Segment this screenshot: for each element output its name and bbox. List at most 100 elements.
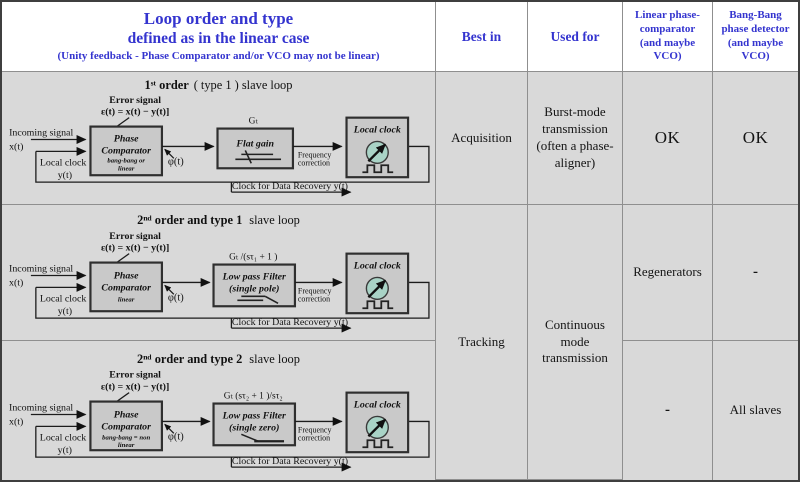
header-used-for-label: Used for <box>550 28 600 44</box>
local-clock-title: Local clock <box>353 400 401 411</box>
phase-comparator-block <box>89 261 164 313</box>
comparator-line1: Phase <box>114 270 139 281</box>
phi-label: φ(t) <box>168 431 184 442</box>
local-clock-feedback-label: Local clock <box>40 293 87 304</box>
correction-label: correction <box>298 158 330 167</box>
cell-used-for-row1: Burst-mode transmission (often a phase-a… <box>528 72 623 205</box>
bangbang-row2-text: - <box>753 264 758 280</box>
low-pass-filter-block <box>212 402 297 447</box>
title-line2: defined as in the linear case <box>127 29 310 47</box>
square-wave-icon <box>362 439 394 449</box>
header-bangbang-line2: phase detector <box>721 22 790 35</box>
phi-annotation-arrow <box>164 284 175 295</box>
filter-line2: (single zero) <box>229 422 279 433</box>
comparator-sub1: bang-bang or <box>107 157 145 164</box>
low-pass-filter-block <box>212 263 297 308</box>
error-signal-label: Error signal <box>109 95 161 106</box>
title-line3: (Unity feedback - Phase Comparator and/o… <box>57 50 380 63</box>
correction-label: correction <box>298 294 330 303</box>
cell-linear-row3: - <box>623 341 713 480</box>
filter-line2: (single pole) <box>229 283 279 294</box>
square-wave-icon <box>362 164 394 174</box>
block-diagram-row1: 1ˢᵗ order( type 1 ) slave loop Error sig… <box>9 78 430 197</box>
header-linear-line3: (and maybe <box>639 36 696 49</box>
incoming-signal-var: x(t) <box>9 277 23 288</box>
filter-line1: Low pass Filter <box>222 410 286 421</box>
cell-used-for-row23: Continuous mode transmission <box>528 205 623 480</box>
cell-linear-row2: Regenerators <box>623 205 713 341</box>
phi-annotation-arrow <box>164 423 175 434</box>
transfer-function: Gₜ (sτ₂ + 1 )/sτ₂ <box>224 391 283 402</box>
feedback-path <box>35 281 430 319</box>
comparator-line2: Comparator <box>101 421 151 432</box>
frequency-label: Frequency <box>298 150 331 159</box>
header-linear-line2: comparator <box>639 22 696 35</box>
incoming-signal-var: x(t) <box>9 141 23 152</box>
phi-annotation-arrow <box>164 148 175 159</box>
best-in-row23-text: Tracking <box>458 333 505 349</box>
linear-row1-text: OK <box>654 128 681 147</box>
filter-line1: Low pass Filter <box>222 271 286 282</box>
vco-dial-icon <box>365 276 389 300</box>
recovery-label: Clock for Data Recovery y(t) <box>232 317 348 328</box>
bangbang-row3-text: All slaves <box>729 402 782 418</box>
incoming-signal-var: x(t) <box>9 416 23 427</box>
cell-best-in-row1: Acquisition <box>436 72 528 205</box>
vco-dial-icon <box>365 415 389 439</box>
feedback-path <box>35 145 430 183</box>
local-clock-title: Local clock <box>353 125 401 136</box>
incoming-signal-label: Incoming signal <box>9 264 73 275</box>
incoming-signal-label: Incoming signal <box>9 128 73 139</box>
cell-bangbang-row1: OK <box>713 72 798 205</box>
header-best-in: Best in <box>436 2 528 72</box>
flat-gain-block <box>216 127 295 170</box>
comparator-sub2: linear <box>118 165 135 172</box>
flat-gain-sketch-icon <box>235 150 282 164</box>
header-linear-comparator: Linear phase- comparator (and maybe VCO) <box>623 2 713 72</box>
frequency-label: Frequency <box>298 425 332 434</box>
header-used-for: Used for <box>528 2 623 72</box>
cell-bangbang-row3: All slaves <box>713 341 798 480</box>
comparator-sub1: linear <box>118 296 135 303</box>
diagram-first-order-loop: 1ˢᵗ order( type 1 ) slave loop Error sig… <box>2 72 436 205</box>
phi-label: φ(t) <box>168 156 184 167</box>
local-clock-feedback-var: y(t) <box>58 445 72 456</box>
transfer-function: Gₜ <box>249 117 259 127</box>
local-clock-feedback-var: y(t) <box>58 170 72 181</box>
header-bangbang-line1: Bang-Bang <box>729 9 782 21</box>
header-main-title: Loop order and type defined as in the li… <box>2 2 436 72</box>
single-pole-sketch-icon <box>237 295 279 304</box>
local-clock-feedback-var: y(t) <box>58 306 72 317</box>
phase-comparator-block <box>89 125 164 177</box>
used-for-row1-text: Burst-mode transmission (often a phase-a… <box>536 104 614 170</box>
comparator-line2: Comparator <box>101 145 151 156</box>
incoming-signal-label: Incoming signal <box>9 402 73 413</box>
transfer-function: Gₜ /(sτ₁ + 1 ) <box>229 252 277 263</box>
header-linear-line4: VCO) <box>653 50 682 63</box>
feedback-path <box>35 420 430 458</box>
comparator-line1: Phase <box>114 409 139 420</box>
phase-comparator-block <box>89 400 164 452</box>
recovery-label: Clock for Data Recovery y(t) <box>232 456 348 467</box>
error-signal-label: Error signal <box>109 370 161 381</box>
title-line1: Loop order and type <box>143 9 294 29</box>
linear-row2-text: Regenerators <box>633 264 702 280</box>
frequency-label: Frequency <box>298 286 332 295</box>
comparator-line2: Comparator <box>101 282 151 293</box>
comparator-sub1: bang-bang = non <box>102 434 150 441</box>
phi-label: φ(t) <box>168 292 184 303</box>
error-signal-label: Error signal <box>109 231 161 242</box>
header-best-in-label: Best in <box>461 28 502 44</box>
row1-title: 1ˢᵗ order( type 1 ) slave loop <box>145 78 293 92</box>
header-bangbang-line4: VCO) <box>741 50 770 63</box>
square-wave-icon <box>362 300 394 310</box>
comparator-line1: Phase <box>114 133 139 144</box>
bangbang-row1-text: OK <box>742 128 769 147</box>
